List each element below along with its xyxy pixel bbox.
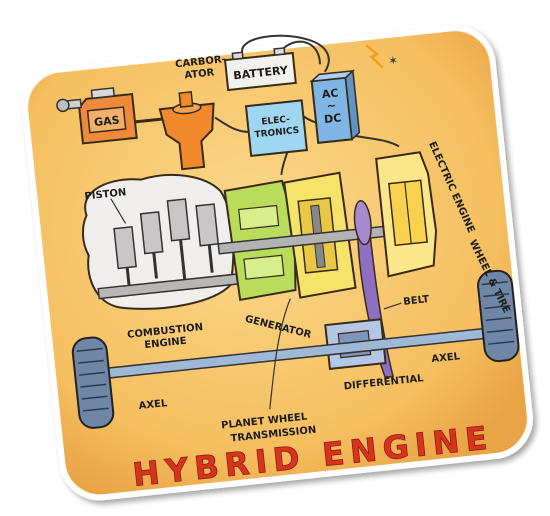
acdc-label-2: ~ (326, 99, 337, 113)
svg-text:✶: ✶ (387, 53, 398, 68)
acdc-label-3: DC (324, 111, 342, 126)
electronics-box: ELEC- TRONICS (246, 100, 307, 156)
gas-label: GAS (93, 114, 120, 130)
acdc-converter: AC ~ DC (311, 71, 360, 143)
